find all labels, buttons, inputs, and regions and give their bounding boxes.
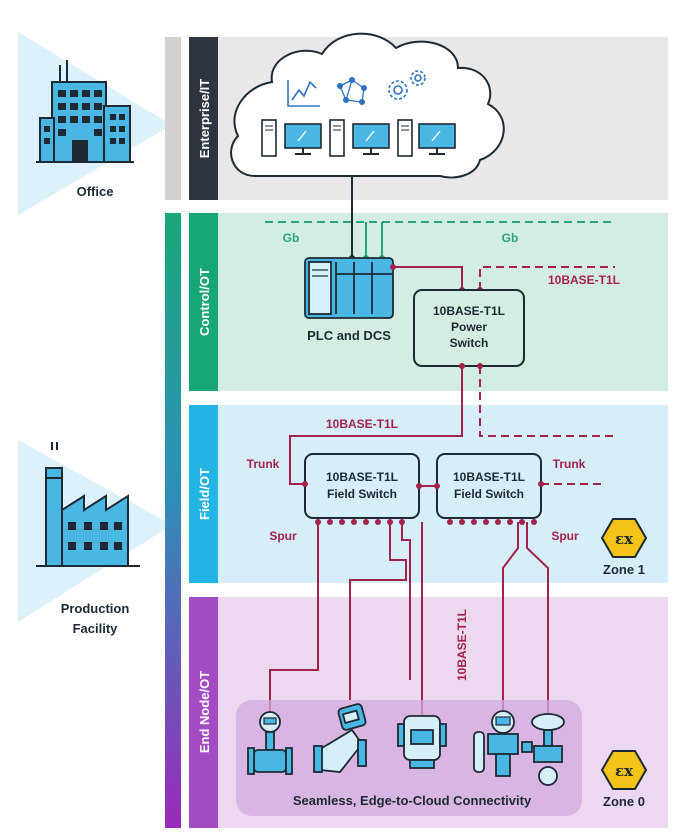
zone0-label: Zone 0 (603, 794, 645, 809)
facility-label-line2: Facility (73, 621, 119, 636)
zone1-label: Zone 1 (603, 562, 645, 577)
gb-left-label: Gb (283, 231, 300, 245)
plc-label: PLC and DCS (307, 328, 391, 343)
gb-links (265, 221, 615, 258)
ex-zone1-icon (600, 518, 648, 558)
control-valve-icon (521, 713, 565, 786)
power-switch-label-line2: Power (451, 320, 487, 334)
trunk-left-link (289, 366, 463, 485)
ex-zone0-icon (600, 750, 648, 790)
ot-bar (165, 213, 181, 828)
spur-links (269, 522, 549, 716)
field-switch-2 (436, 453, 542, 519)
field-switch-2-line1: 10BASE-T1L (453, 470, 525, 484)
spur-link-transmitter (349, 522, 407, 700)
spur-ports (315, 519, 537, 525)
gb-right-label: Gb (502, 231, 519, 245)
flowmeter-icon (247, 711, 293, 775)
trunk-right-dashed (479, 366, 615, 437)
link-port (538, 481, 544, 487)
control-layer-label: Control/OT (197, 268, 212, 336)
field-tab (189, 405, 218, 583)
end-node-layer-label: End Node/OT (197, 671, 212, 753)
control-tab (189, 213, 218, 391)
enterprise-tab (189, 37, 218, 200)
gears-icon (388, 70, 426, 100)
power-uplink (479, 266, 615, 290)
control-t1l-label: 10BASE-T1L (548, 273, 620, 287)
end-node-t1l-label: 10BASE-T1L (455, 609, 469, 681)
field-layer-label: Field/OT (197, 468, 212, 520)
field-switch-2-line2: Field Switch (454, 487, 524, 501)
pressure-transmitter-icon (473, 710, 519, 777)
valve-sensor-icon (313, 703, 367, 773)
spur-left-label: Spur (269, 529, 297, 543)
power-switch-label-line3: Switch (450, 336, 489, 350)
trunk-left-label: Trunk (247, 457, 280, 471)
facility-label-line1: Production (61, 601, 130, 616)
spur-right-label: Spur (551, 529, 579, 543)
platform-caption: Seamless, Edge-to-Cloud Connectivity (293, 793, 532, 808)
power-switch-label-line1: 10BASE-T1L (433, 304, 505, 318)
transmitter-icon (397, 715, 447, 769)
analytics-icon (287, 80, 320, 107)
computer-icon (261, 119, 322, 157)
link-port (302, 481, 308, 487)
link-port (477, 363, 483, 369)
field-switch-1-line1: 10BASE-T1L (326, 470, 398, 484)
link-port (416, 483, 422, 489)
field-switch-1 (304, 453, 420, 519)
ex-zone1-symbol: εx (615, 530, 634, 548)
power-switch (413, 289, 525, 367)
field-t1l-label: 10BASE-T1L (326, 417, 398, 431)
factory-icon (36, 442, 140, 567)
enterprise-layer-label: Enterprise/IT (197, 79, 212, 159)
office-building-icon (36, 60, 134, 163)
plc-power-link (393, 266, 463, 290)
computer-icon (397, 119, 456, 157)
link-port (434, 483, 440, 489)
trunk-right-label: Trunk (553, 457, 586, 471)
it-bar (165, 37, 181, 200)
end-node-tab (189, 597, 218, 828)
link-port (390, 264, 396, 270)
plc-dcs-icon (304, 257, 394, 319)
field-switch-1-line2: Field Switch (327, 487, 397, 501)
ex-zone0-symbol: εx (615, 762, 634, 780)
network-icon (337, 77, 367, 105)
link-port (459, 363, 465, 369)
office-label: Office (77, 184, 114, 199)
computer-icon (329, 119, 390, 157)
